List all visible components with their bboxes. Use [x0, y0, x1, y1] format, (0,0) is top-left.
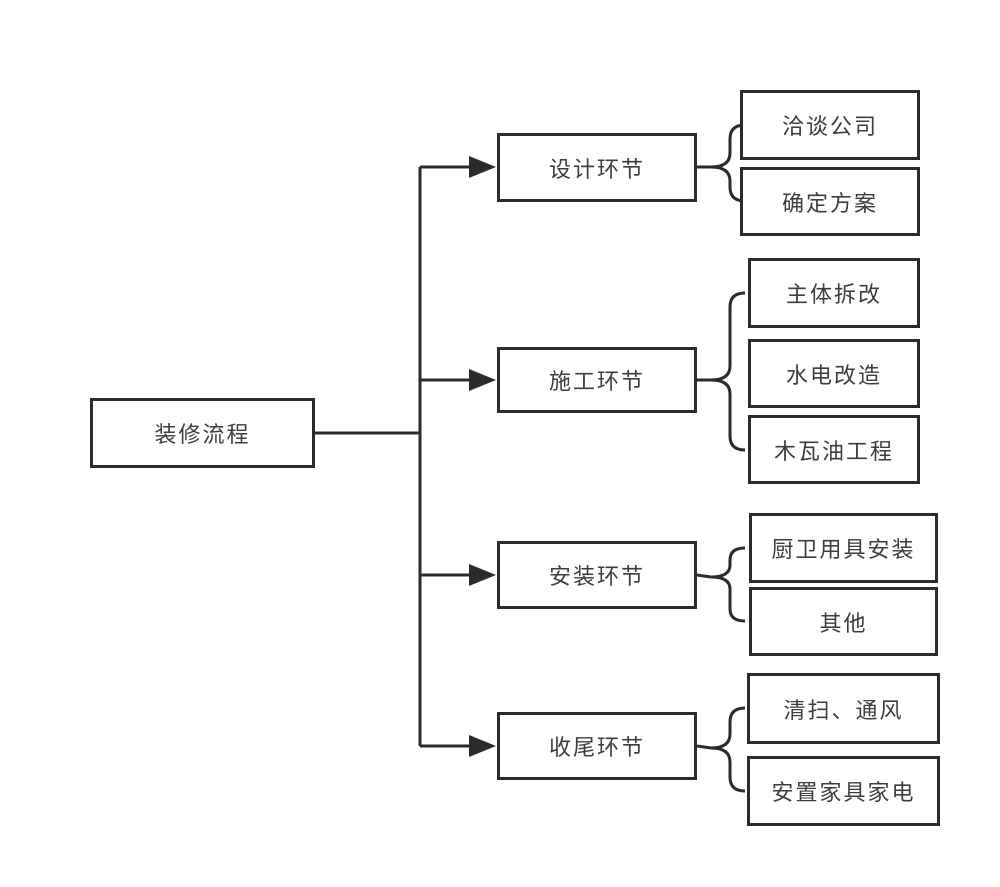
node-design-phase: 设计环节	[497, 133, 697, 202]
node-plumbing-electrical: 水电改造	[748, 339, 920, 408]
node-confirm-plan: 确定方案	[740, 167, 920, 236]
arrowhead-finish	[469, 735, 496, 757]
brace-stub-install	[696, 573, 712, 579]
arrowhead-install	[469, 564, 496, 586]
node-cleaning-ventilation: 清扫、通风	[747, 673, 940, 744]
node-root: 装修流程	[90, 398, 315, 468]
brace-install	[710, 546, 746, 623]
node-finish-phase: 收尾环节	[497, 712, 697, 780]
node-carpentry-tile-paint: 木瓦油工程	[748, 415, 920, 484]
node-negotiate-company: 洽谈公司	[740, 90, 920, 160]
arrowhead-construction	[469, 369, 496, 391]
node-kitchen-bath-install: 厨卫用具安装	[749, 513, 938, 583]
brace-design	[710, 123, 746, 203]
node-install-phase: 安装环节	[497, 541, 697, 609]
node-others: 其他	[749, 587, 938, 656]
node-structure-demolition: 主体拆改	[748, 258, 920, 328]
brace-stub-finish	[696, 744, 712, 750]
brace-finish	[710, 706, 746, 793]
brace-construction	[710, 291, 746, 452]
node-construction-phase: 施工环节	[497, 347, 697, 413]
arrowhead-design	[469, 156, 496, 178]
node-furniture-appliances: 安置家具家电	[747, 756, 940, 826]
